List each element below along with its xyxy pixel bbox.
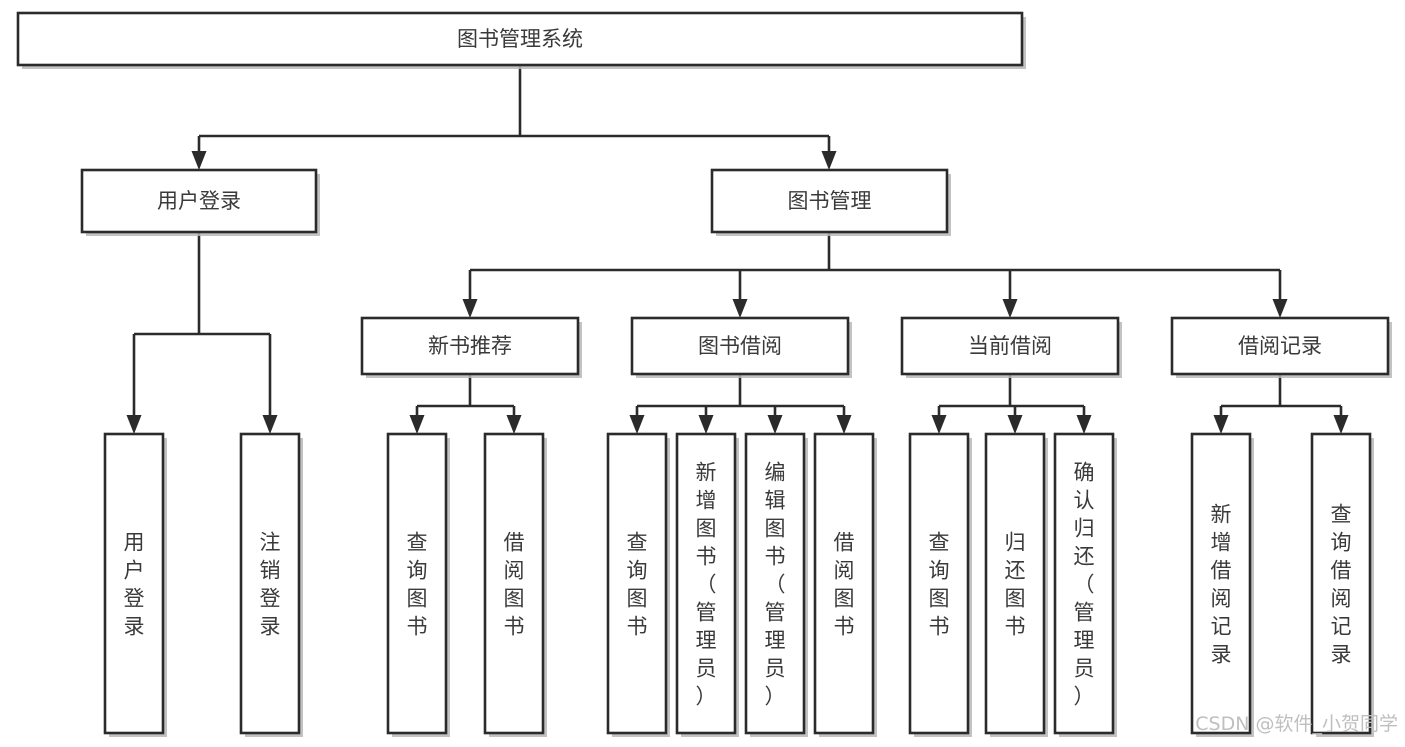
node-box[interactable]: [360, 316, 580, 376]
edge-arrowhead: [1076, 415, 1092, 434]
node-box[interactable]: [1053, 432, 1115, 735]
node-label: 确认归还（管理员）: [1074, 460, 1095, 708]
node-box[interactable]: [744, 432, 806, 735]
node-box[interactable]: [900, 316, 1120, 376]
node-leaf-add-borrow-record[interactable]: 新增借阅记录: [1190, 432, 1254, 737]
node-leaf-edit-book[interactable]: 编辑图书（管理员）: [744, 432, 808, 737]
edge-arrowhead: [732, 299, 748, 318]
node-box[interactable]: [1310, 432, 1372, 735]
node-box[interactable]: [80, 168, 318, 234]
node-box[interactable]: [239, 432, 301, 735]
node-leaf-user-login[interactable]: 用户登录: [103, 432, 167, 737]
node-leaf-borrow-book[interactable]: 借阅图书: [813, 432, 877, 737]
node-box[interactable]: [984, 432, 1046, 735]
node-box[interactable]: [386, 432, 448, 735]
node-box[interactable]: [908, 432, 970, 735]
node-new-book-recommend[interactable]: 新书推荐: [360, 316, 582, 378]
edge-arrowhead: [262, 415, 278, 434]
edge-arrowhead: [1002, 299, 1018, 318]
node-label: 图书借阅: [698, 334, 782, 358]
edge-arrowhead: [1213, 415, 1229, 434]
node-leaf-query-book-borrow[interactable]: 查询图书: [606, 432, 670, 737]
node-root[interactable]: 图书管理系统: [16, 11, 1026, 69]
node-current-borrow[interactable]: 当前借阅: [900, 316, 1122, 378]
nodes-layer: 图书管理系统用户登录图书管理新书推荐图书借阅当前借阅借阅记录用户登录注销登录查询…: [16, 11, 1392, 737]
node-box[interactable]: [103, 432, 165, 735]
node-book-management[interactable]: 图书管理: [710, 168, 951, 236]
edge-arrowhead: [1272, 299, 1288, 318]
node-leaf-borrow-book-rec[interactable]: 借阅图书: [483, 432, 547, 737]
node-label: 借阅记录: [1238, 334, 1322, 358]
edge-arrowhead: [191, 151, 207, 170]
node-label: 查询图书: [407, 530, 428, 638]
node-label: 查询图书: [929, 530, 950, 638]
node-label: 当前借阅: [968, 334, 1052, 358]
edge-arrowhead: [409, 415, 425, 434]
node-leaf-query-book-current[interactable]: 查询图书: [908, 432, 972, 737]
edge-arrowhead: [629, 415, 645, 434]
edge-arrowhead: [767, 415, 783, 434]
node-leaf-confirm-return[interactable]: 确认归还（管理员）: [1053, 432, 1117, 737]
node-label: 借阅图书: [834, 530, 855, 638]
node-borrow-record[interactable]: 借阅记录: [1170, 316, 1392, 378]
node-label: 用户登录: [157, 189, 241, 213]
node-box[interactable]: [710, 168, 949, 234]
node-box[interactable]: [675, 432, 737, 735]
node-leaf-query-book-rec[interactable]: 查询图书: [386, 432, 450, 737]
node-label: 图书管理系统: [457, 27, 583, 51]
node-leaf-add-book[interactable]: 新增图书（管理员）: [675, 432, 739, 737]
edge-arrowhead: [506, 415, 522, 434]
edges-layer: [126, 65, 1349, 434]
node-leaf-query-borrow-record[interactable]: 查询借阅记录: [1310, 432, 1374, 737]
csdn-watermark: CSDN @软件_小贺同学: [1195, 713, 1398, 735]
edge-arrowhead: [836, 415, 852, 434]
node-label: 用户登录: [124, 530, 145, 638]
edge-arrowhead: [1007, 415, 1023, 434]
node-label: 新增借阅记录: [1211, 502, 1232, 666]
node-label: 新增图书（管理员）: [696, 460, 717, 708]
node-user-login[interactable]: 用户登录: [80, 168, 320, 236]
node-leaf-logout-login[interactable]: 注销登录: [239, 432, 303, 737]
edge-arrowhead: [931, 415, 947, 434]
node-leaf-return-book[interactable]: 归还图书: [984, 432, 1048, 737]
node-label: 编辑图书（管理员）: [765, 460, 786, 708]
edge-arrowhead: [698, 415, 714, 434]
node-label: 新书推荐: [428, 334, 512, 358]
node-label: 图书管理: [788, 189, 872, 213]
node-label: 查询借阅记录: [1331, 502, 1352, 666]
node-box[interactable]: [630, 316, 850, 376]
node-label: 归还图书: [1005, 530, 1026, 638]
edge-arrowhead: [821, 151, 837, 170]
node-box[interactable]: [16, 11, 1024, 67]
edge-arrowhead: [126, 415, 142, 434]
node-label: 查询图书: [627, 530, 648, 638]
edge-arrowhead: [1333, 415, 1349, 434]
node-label: 注销登录: [260, 530, 281, 638]
node-box[interactable]: [606, 432, 668, 735]
node-label: 借阅图书: [504, 530, 525, 638]
watermark-layer: CSDN @软件_小贺同学: [1195, 713, 1398, 735]
node-box[interactable]: [1170, 316, 1390, 376]
edge-arrowhead: [462, 299, 478, 318]
node-book-borrow[interactable]: 图书借阅: [630, 316, 852, 378]
node-box[interactable]: [483, 432, 545, 735]
node-box[interactable]: [813, 432, 875, 735]
node-box[interactable]: [1190, 432, 1252, 735]
